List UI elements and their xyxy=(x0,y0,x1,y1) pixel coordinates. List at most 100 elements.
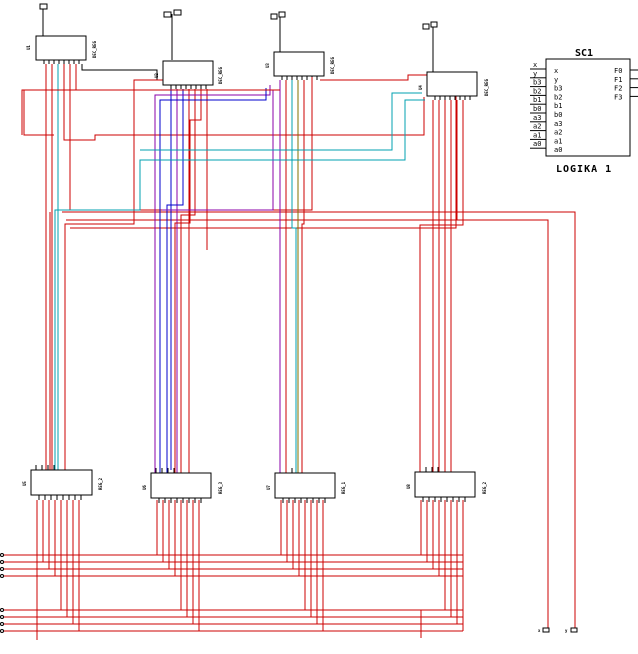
power-terminal xyxy=(430,21,438,28)
wire-layer xyxy=(0,60,576,640)
sc1-input-inner-label: b1 xyxy=(554,102,562,110)
bottom-chip-2[interactable]: U6 REG_3 xyxy=(142,472,223,499)
rail-y xyxy=(62,211,576,632)
wire xyxy=(21,89,280,135)
power-terminal xyxy=(270,13,278,20)
power-terminal xyxy=(163,11,172,18)
wire xyxy=(81,64,158,80)
sc1-title: SC1 xyxy=(575,48,593,59)
sc1-input-outer-label: x xyxy=(533,61,537,69)
output-connector[interactable] xyxy=(0,608,4,612)
terminal-x-label: x xyxy=(538,628,541,633)
chip-body xyxy=(426,71,478,97)
chip-type: REG_1 xyxy=(341,481,346,494)
sc1-output-label: F2 xyxy=(614,85,622,93)
wire xyxy=(174,89,202,473)
chip-body xyxy=(35,35,87,61)
sc1-input-inner-label: x xyxy=(554,67,558,75)
output-connector[interactable] xyxy=(0,629,4,633)
sc1-block[interactable]: SC1 xxyyb3b3b2b2b1b1b0b0a3a3a2a2a1a1a0a0… xyxy=(530,48,638,175)
wire xyxy=(419,100,464,472)
power-terminal xyxy=(278,11,286,18)
wire xyxy=(291,80,297,473)
sc1-body xyxy=(545,58,631,157)
top-chip-3[interactable]: U3 DEC_REG xyxy=(265,11,335,77)
output-connector[interactable] xyxy=(0,574,4,578)
wire xyxy=(166,89,184,473)
output-connector[interactable] xyxy=(0,553,4,557)
sc1-input-inner-label: a2 xyxy=(554,129,562,137)
sc1-input-outer-label: b0 xyxy=(533,105,541,113)
sc1-input-inner-label: b2 xyxy=(554,93,562,101)
wire xyxy=(154,85,271,473)
terminal-y-label: y xyxy=(565,628,568,633)
chip-type: DEC_REG xyxy=(330,57,335,74)
chip-body xyxy=(150,472,212,499)
sc1-input-inner-label: a3 xyxy=(554,120,562,128)
rail-x xyxy=(66,219,549,632)
terminal-y[interactable]: y xyxy=(565,627,578,633)
top-chip-4[interactable]: U4 DEC_REG xyxy=(418,21,489,97)
wire xyxy=(54,99,425,470)
bottom-chip-4[interactable]: U8 REG_2 xyxy=(406,471,487,498)
chip-body xyxy=(30,469,93,496)
sc1-input-inner-label: a1 xyxy=(554,137,562,145)
chip-ref: U4 xyxy=(418,85,423,90)
bottom-chip-1[interactable]: U5 REG_2 xyxy=(22,469,103,496)
output-connector[interactable] xyxy=(0,560,4,564)
chip-ref: U5 xyxy=(22,481,27,486)
chip-ref: U6 xyxy=(142,485,147,490)
chip-body xyxy=(273,51,325,77)
wire xyxy=(162,90,274,211)
sc1-input-inner-label: b3 xyxy=(554,85,562,93)
sc1-input-outer-label: a1 xyxy=(533,131,541,139)
wire xyxy=(180,89,196,473)
output-connector[interactable] xyxy=(0,615,4,619)
bottom-chip-3[interactable]: U7 REG_1 xyxy=(266,472,346,499)
sc1-input-outer-label: a2 xyxy=(533,123,541,131)
chip-type: REG_2 xyxy=(482,481,487,494)
output-connector[interactable] xyxy=(0,567,4,571)
chip-ref: U7 xyxy=(266,485,271,490)
sc1-subtitle: LOGIKA 1 xyxy=(556,164,612,175)
sc1-input-outer-label: y xyxy=(533,70,537,78)
sc1-input-outer-label: b1 xyxy=(533,96,541,104)
chip-type: REG_2 xyxy=(98,477,103,490)
chip-ref: U1 xyxy=(26,45,31,50)
output-connector[interactable] xyxy=(0,622,4,626)
wire xyxy=(159,88,267,473)
sc1-output-label: F1 xyxy=(614,76,622,84)
sc1-input-outer-label: b3 xyxy=(533,79,541,87)
wire xyxy=(64,79,165,470)
wire xyxy=(63,64,425,141)
chip-body xyxy=(162,60,214,86)
chip-body xyxy=(414,471,476,498)
chip-type: DEC_REG xyxy=(92,41,97,58)
sc1-input-outer-label: b2 xyxy=(533,87,541,95)
sc1-input-outer-label: a0 xyxy=(533,140,541,148)
wire xyxy=(23,64,77,136)
power-terminal xyxy=(173,9,182,16)
chip-ref: U3 xyxy=(265,63,270,68)
chip-type: DEC_REG xyxy=(218,67,223,84)
chip-type: REG_3 xyxy=(218,481,223,494)
power-terminal xyxy=(422,23,430,30)
sc1-output-label: F3 xyxy=(614,93,622,101)
sc1-input-outer-label: a3 xyxy=(533,114,541,122)
sc1-input-inner-label: y xyxy=(554,76,558,84)
top-chip-2[interactable]: U2 DEC_REG xyxy=(154,9,223,86)
top-chip-1[interactable]: U1 DEC_REG xyxy=(26,3,97,61)
sc1-input-inner-label: b0 xyxy=(554,111,562,119)
chip-ref: U8 xyxy=(406,484,411,489)
power-terminal xyxy=(39,3,48,10)
chip-ref: U2 xyxy=(154,73,159,78)
rail xyxy=(70,95,457,229)
wire xyxy=(301,80,305,473)
sc1-input-inner-label: a0 xyxy=(554,146,562,154)
sc1-output-label: F0 xyxy=(614,67,622,75)
wire xyxy=(320,74,427,81)
terminal-x[interactable]: x xyxy=(538,627,550,633)
wire xyxy=(140,92,422,151)
